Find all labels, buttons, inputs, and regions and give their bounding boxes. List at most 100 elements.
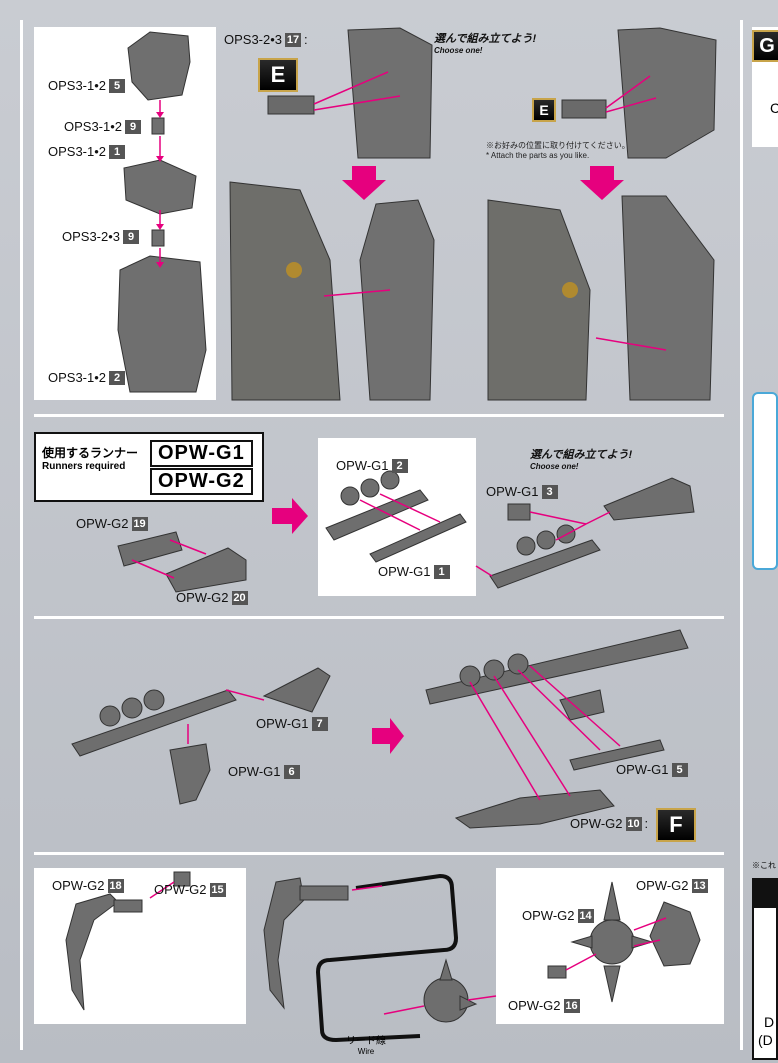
- wire-label-jp: リード線: [346, 1036, 386, 1047]
- part-number: 19: [131, 516, 148, 531]
- part-number: 1: [433, 564, 450, 579]
- part-number: 2: [109, 370, 126, 385]
- choose-one-callout-2: 選んで組み立てよう! Choose one!: [530, 446, 632, 471]
- part-code: OPW-G2: [570, 816, 623, 831]
- part-code: OPW-G1: [486, 484, 539, 499]
- part-number: 6: [283, 764, 300, 779]
- choose-one-en: Choose one!: [530, 462, 579, 471]
- choose-one-callout-1: 選んで組み立てよう! Choose one!: [434, 30, 536, 55]
- badge-g: G: [752, 30, 778, 62]
- part-number: 10: [625, 816, 642, 831]
- part-code: OPS3-1•2: [64, 119, 123, 134]
- right-edge-letter-c: C: [770, 100, 778, 116]
- part-code: OPS3-2•3: [62, 229, 121, 244]
- note-jp: ※お好みの位置に取り付けてください。: [486, 141, 630, 150]
- attach-label-ops3-2-3-17: OPS3-2•3 17 :: [224, 32, 308, 47]
- part-code: OPW-G2: [508, 998, 561, 1013]
- left-edge-divider: [20, 20, 23, 1050]
- part-code: OPS3-1•2: [48, 370, 107, 385]
- part-label-opw-g2-20: OPW-G2 20: [176, 590, 248, 605]
- part-code: OPW-G2: [52, 878, 105, 893]
- part-number: 5: [671, 762, 688, 777]
- part-code: OPW-G1: [336, 458, 389, 473]
- attach-note: ※お好みの位置に取り付けてください。 * Attach the parts as…: [486, 140, 630, 160]
- part-number: 9: [125, 119, 142, 134]
- part-label-opw-g2-13: OPW-G2 13: [636, 878, 708, 893]
- part-number: 15: [209, 882, 226, 897]
- wire-label: リード線 Wire: [346, 1032, 386, 1056]
- badge-e-small: E: [532, 98, 556, 122]
- right-edge-box: [752, 878, 778, 1060]
- part-code: OPW-G1: [256, 716, 309, 731]
- part-code: OPS3-1•2: [48, 78, 107, 93]
- part-label-opw-g2-15: OPW-G2 15: [154, 882, 226, 897]
- part-code: OPS3-2•3: [224, 32, 283, 47]
- part-label-opw-g2-14: OPW-G2 14: [522, 908, 594, 923]
- right-edge-divider: [740, 20, 743, 1050]
- part-code: OPW-G1: [378, 564, 431, 579]
- choose-one-jp: 選んで組み立てよう!: [434, 33, 537, 45]
- runner-opw-g2: OPW-G2: [150, 468, 253, 495]
- part-number: 2: [391, 458, 408, 473]
- badge-f: F: [656, 808, 696, 842]
- part-number: 9: [123, 229, 140, 244]
- part-code: OPS3-1•2: [48, 144, 107, 159]
- part-code: OPW-G2: [522, 908, 575, 923]
- part-code: OPW-G2: [154, 882, 207, 897]
- part-number: 14: [577, 908, 594, 923]
- runners-required-jp: 使用するランナー: [42, 446, 139, 460]
- right-edge-note: ※これ: [752, 861, 776, 870]
- part-label-ops3-1-2-9: OPS3-1•2 9: [64, 119, 142, 134]
- part-number: 7: [311, 716, 328, 731]
- part-code: OPW-G2: [76, 516, 129, 531]
- choose-one-en: Choose one!: [434, 46, 483, 55]
- wire-label-en: Wire: [357, 1047, 375, 1056]
- part-label-opw-g2-16: OPW-G2 16: [508, 998, 580, 1013]
- runners-required-en: Runners required: [42, 461, 126, 472]
- section-divider: [34, 852, 724, 855]
- part-label-ops3-1-2-2: OPS3-1•2 2: [48, 370, 126, 385]
- part-label-opw-g1-6: OPW-G1 6: [228, 764, 300, 779]
- right-edge-letter-d: D: [764, 1014, 775, 1030]
- section-divider: [34, 616, 724, 619]
- part-label-ops3-1-2-1: OPS3-1•2 1: [48, 144, 126, 159]
- part-label-opw-g2-18: OPW-G2 18: [52, 878, 124, 893]
- part-number: 3: [541, 484, 558, 499]
- colon: :: [644, 816, 649, 831]
- part-code: OPW-G2: [176, 590, 229, 605]
- right-edge-panel-mid: [752, 392, 778, 570]
- note-en: * Attach the parts as you like.: [486, 151, 590, 160]
- part-label-opw-g1-3: OPW-G1 3: [486, 484, 558, 499]
- choose-one-jp: 選んで組み立てよう!: [530, 449, 633, 461]
- part-label-opw-g2-19: OPW-G2 19: [76, 516, 148, 531]
- part-label-ops3-2-3-9: OPS3-2•3 9: [62, 229, 140, 244]
- right-edge-letter-d2: (D: [758, 1032, 773, 1048]
- part-number: 1: [109, 144, 126, 159]
- part-code: OPW-G1: [616, 762, 669, 777]
- part-label-ops3-1-2-5: OPS3-1•2 5: [48, 78, 126, 93]
- part-code: OPW-G1: [228, 764, 281, 779]
- runner-opw-g1: OPW-G1: [150, 440, 253, 467]
- part-code: OPW-G2: [636, 878, 689, 893]
- part-number: 16: [563, 998, 580, 1013]
- section-divider: [34, 414, 724, 417]
- part-label-opw-g1-2: OPW-G1 2: [336, 458, 408, 473]
- part-number: 13: [691, 878, 708, 893]
- part-number: 18: [107, 878, 124, 893]
- part-label-opw-g1-7: OPW-G1 7: [256, 716, 328, 731]
- colon: :: [304, 32, 308, 47]
- part-number: 5: [109, 78, 126, 93]
- right-edge-box-header: [754, 880, 778, 908]
- badge-e: E: [258, 58, 298, 92]
- part-label-opw-g1-1: OPW-G1 1: [378, 564, 450, 579]
- part-label-opw-g2-10: OPW-G2 10 :: [570, 816, 648, 831]
- part-label-opw-g1-5: OPW-G1 5: [616, 762, 688, 777]
- part-number: 17: [285, 32, 302, 47]
- runners-required-box: 使用するランナー Runners required OPW-G1 OPW-G2: [34, 432, 264, 502]
